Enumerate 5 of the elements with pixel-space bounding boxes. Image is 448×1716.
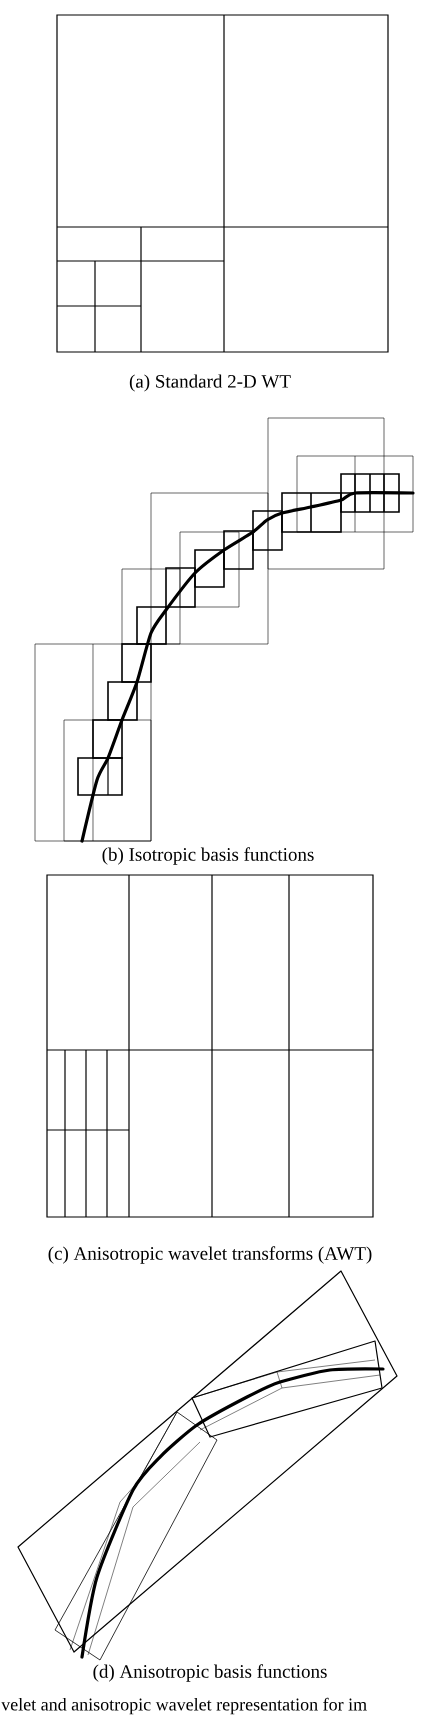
caption: (a) Standard 2-D WT — [129, 374, 291, 392]
caption: (c) Anisotropic wavelet transforms (AWT) — [48, 1246, 372, 1264]
caption: (b) Isotropic basis functions — [102, 847, 314, 865]
caption: velet and anisotropic wavelet representation for im — [1, 1697, 367, 1715]
caption: (d) Anisotropic basis functions — [93, 1664, 327, 1682]
